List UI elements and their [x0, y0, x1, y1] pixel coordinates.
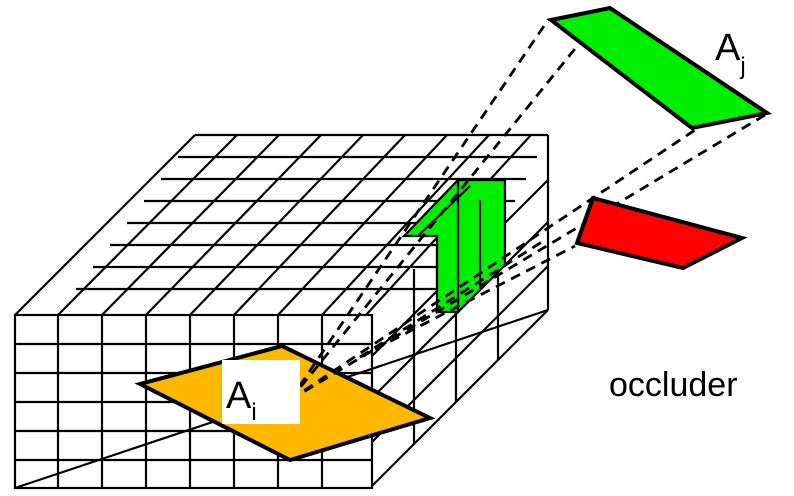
highlighted-target-cells: [401, 177, 507, 315]
ai-label-background: [222, 360, 300, 424]
target-patch-letter: A: [715, 27, 741, 69]
source-patch-subscript: i: [251, 399, 256, 426]
occluder-polygon: [574, 195, 748, 271]
target-patch-subscript: j: [739, 53, 745, 80]
occluder-label: occluder: [609, 366, 738, 404]
source-patch-letter: A: [226, 375, 252, 417]
source-patch-label: Ai: [226, 375, 257, 426]
target-patch-aj: [546, 5, 773, 131]
projection-lines: [288, 17, 766, 402]
target-patch-label: Aj: [715, 27, 746, 80]
